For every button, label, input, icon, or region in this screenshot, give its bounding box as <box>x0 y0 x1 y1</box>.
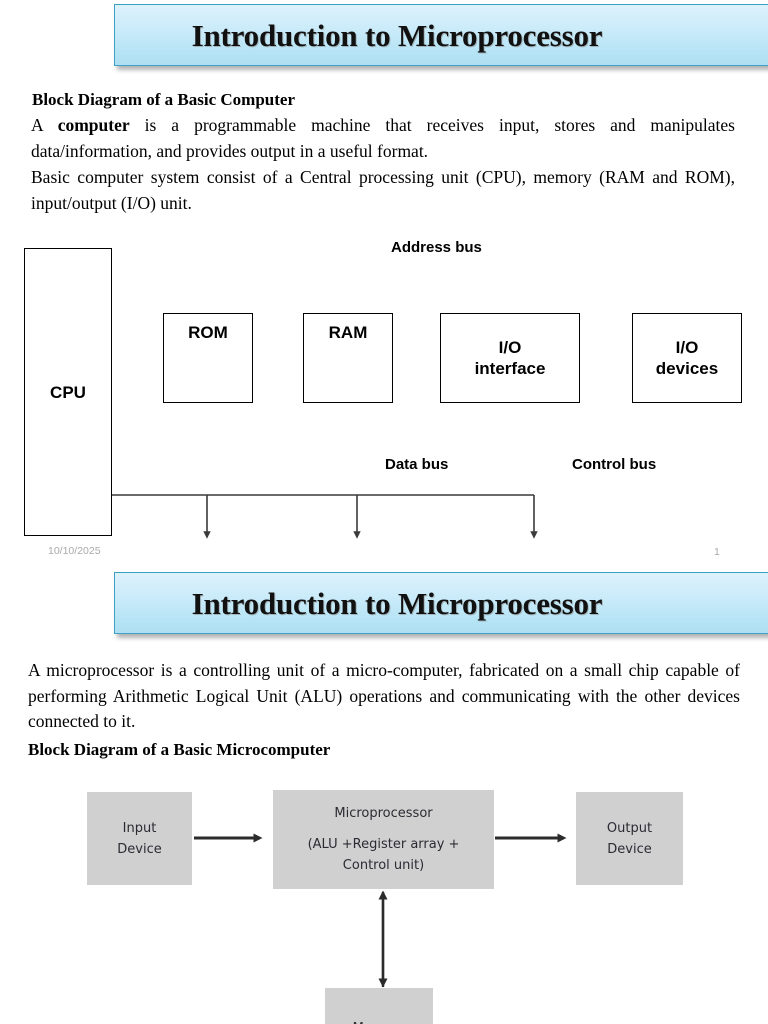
para1-bold-term: computer <box>57 115 130 135</box>
box-io-devices-label-line1: I/O <box>675 338 699 357</box>
microcomputer-block-diagram: Input Device Microprocessor (ALU +Regist… <box>0 780 768 1024</box>
slide1-section-heading: Block Diagram of a Basic Computer <box>32 90 296 109</box>
box-microprocessor: Microprocessor (ALU +Register array + Co… <box>273 790 494 889</box>
box-memory-label: Memory <box>353 1018 406 1024</box>
slide-basic-computer: Introduction to Microprocessor Block Dia… <box>0 4 768 558</box>
para1-rest: is a programmable machine that receives … <box>31 115 735 161</box>
box-microprocessor-label-line2: (ALU +Register array + <box>307 837 460 852</box>
box-rom-label: ROM <box>188 323 228 342</box>
box-ram-label: RAM <box>328 323 368 342</box>
slide1-title: Introduction to Microprocessor <box>191 18 603 53</box>
slide2-section-heading: Block Diagram of a Basic Microcomputer <box>28 740 331 759</box>
slide2-title-banner: Introduction to Microprocessor <box>114 572 768 634</box>
box-memory: Memory <box>325 988 433 1024</box>
box-cpu-label: CPU <box>50 382 86 402</box>
slide1-title-banner: Introduction to Microprocessor <box>114 4 768 66</box>
box-output-device-label-line2: Device <box>607 841 652 857</box>
box-input-device-label-line2: Device <box>117 841 162 857</box>
box-ram: RAM <box>303 313 393 403</box>
slide1-paragraph-2: Basic computer system consist of a Centr… <box>31 167 735 213</box>
label-data-bus: Data bus <box>385 456 449 473</box>
slide1-footer-date: 10/10/2025 <box>48 545 101 557</box>
diagram2-arrows <box>194 833 567 988</box>
box-input-device: Input Device <box>87 792 192 885</box>
slide1-paragraph-1: A computer is a programmable machine tha… <box>31 113 735 164</box>
diagram1-connectors <box>112 494 538 539</box>
box-output-device: Output Device <box>576 792 683 885</box>
basic-computer-block-diagram: CPU ROM RAM I/O interface I/O devices Ad… <box>0 230 768 540</box>
label-control-bus: Control bus <box>572 456 657 473</box>
box-microprocessor-label-line3: Control unit) <box>342 858 425 873</box>
slide1-footer-page-number: 1 <box>714 546 720 558</box>
box-io-devices-label-line2: devices <box>655 359 719 378</box>
box-cpu: CPU <box>24 248 112 536</box>
label-address-bus: Address bus <box>391 239 482 256</box>
box-rom: ROM <box>163 313 253 403</box>
box-input-device-label-line1: Input <box>122 820 157 836</box>
slide2-title: Introduction to Microprocessor <box>191 586 603 621</box>
box-io-interface-label-line2: interface <box>474 359 546 378</box>
box-io-interface-label-line1: I/O <box>498 338 522 357</box>
box-io-interface: I/O interface <box>440 313 580 403</box>
box-output-device-label-line1: Output <box>606 820 653 836</box>
box-microprocessor-label-line1: Microprocessor <box>334 806 433 821</box>
slide-basic-microcomputer: Introduction to Microprocessor A micropr… <box>0 568 768 1024</box>
box-io-devices: I/O devices <box>632 313 742 403</box>
para1-lead: A <box>31 115 58 135</box>
slide2-paragraph-1: A microprocessor is a controlling unit o… <box>28 660 740 731</box>
